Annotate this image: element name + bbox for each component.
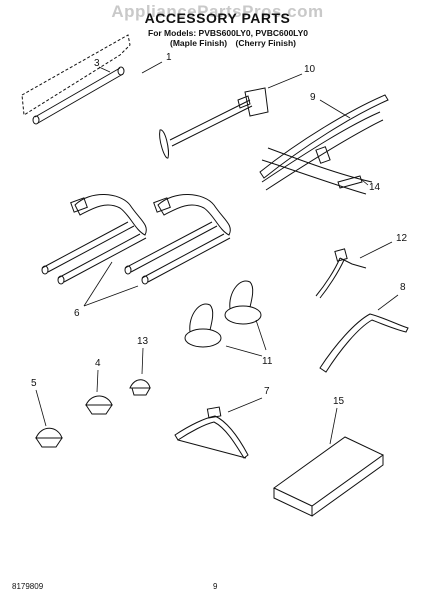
leader-12 bbox=[359, 241, 393, 259]
finish-maple: (Maple Finish) bbox=[170, 38, 228, 48]
doc-number: 8179809 bbox=[12, 582, 44, 591]
leader-5 bbox=[35, 389, 47, 427]
part-tray-15 bbox=[273, 436, 384, 517]
part-knob-5 bbox=[35, 427, 63, 448]
callout-11: 11 bbox=[262, 356, 273, 367]
callout-7: 7 bbox=[264, 386, 270, 397]
callout-15: 15 bbox=[333, 396, 345, 407]
leader-10 bbox=[267, 73, 303, 89]
page-title: ACCESSORY PARTS bbox=[144, 10, 291, 26]
part-bracket-8 bbox=[319, 313, 409, 373]
finish-labels: (Maple Finish) (Cherry Finish) bbox=[170, 38, 302, 48]
part-knob-4 bbox=[85, 395, 113, 415]
part-rails-9 bbox=[259, 94, 389, 195]
part-towel-bar-6b bbox=[124, 194, 231, 285]
callout-10: 10 bbox=[304, 64, 316, 75]
leader-11a bbox=[225, 345, 263, 357]
leader-15 bbox=[329, 407, 338, 445]
callout-4: 4 bbox=[95, 358, 101, 369]
finish-cherry: (Cherry Finish) bbox=[235, 38, 296, 48]
part-strip-14 bbox=[337, 175, 363, 189]
part-rod-3 bbox=[21, 34, 131, 125]
leader-4 bbox=[96, 369, 99, 393]
callout-3: 3 bbox=[94, 58, 100, 69]
leader-1 bbox=[141, 61, 163, 74]
callout-6: 6 bbox=[74, 308, 80, 319]
callout-14: 14 bbox=[369, 182, 381, 193]
leader-6b bbox=[83, 285, 139, 307]
callout-12: 12 bbox=[396, 233, 408, 244]
page-number: 9 bbox=[213, 582, 218, 591]
part-knob-13 bbox=[129, 379, 151, 396]
callout-13: 13 bbox=[137, 336, 149, 347]
part-hanger-7 bbox=[174, 406, 249, 459]
leader-14 bbox=[361, 179, 369, 186]
callout-1: 1 bbox=[166, 52, 172, 63]
callout-8: 8 bbox=[400, 282, 406, 293]
part-bar-10 bbox=[159, 87, 269, 159]
leader-13 bbox=[141, 347, 144, 375]
leader-7 bbox=[227, 397, 263, 413]
callout-9: 9 bbox=[310, 92, 316, 103]
leader-11b bbox=[255, 319, 267, 351]
part-hook-12 bbox=[315, 248, 367, 299]
part-clips-11 bbox=[184, 280, 262, 348]
leader-6a bbox=[83, 261, 113, 307]
callout-5: 5 bbox=[31, 378, 37, 389]
leader-3 bbox=[98, 66, 111, 73]
models-line: For Models: PVBS600LY0, PVBC600LY0 bbox=[148, 28, 308, 38]
leader-9 bbox=[319, 99, 351, 119]
part-towel-bar-6a bbox=[41, 194, 147, 285]
leader-8 bbox=[377, 294, 399, 311]
watermark: AppliancePartsPros.com bbox=[111, 2, 324, 21]
